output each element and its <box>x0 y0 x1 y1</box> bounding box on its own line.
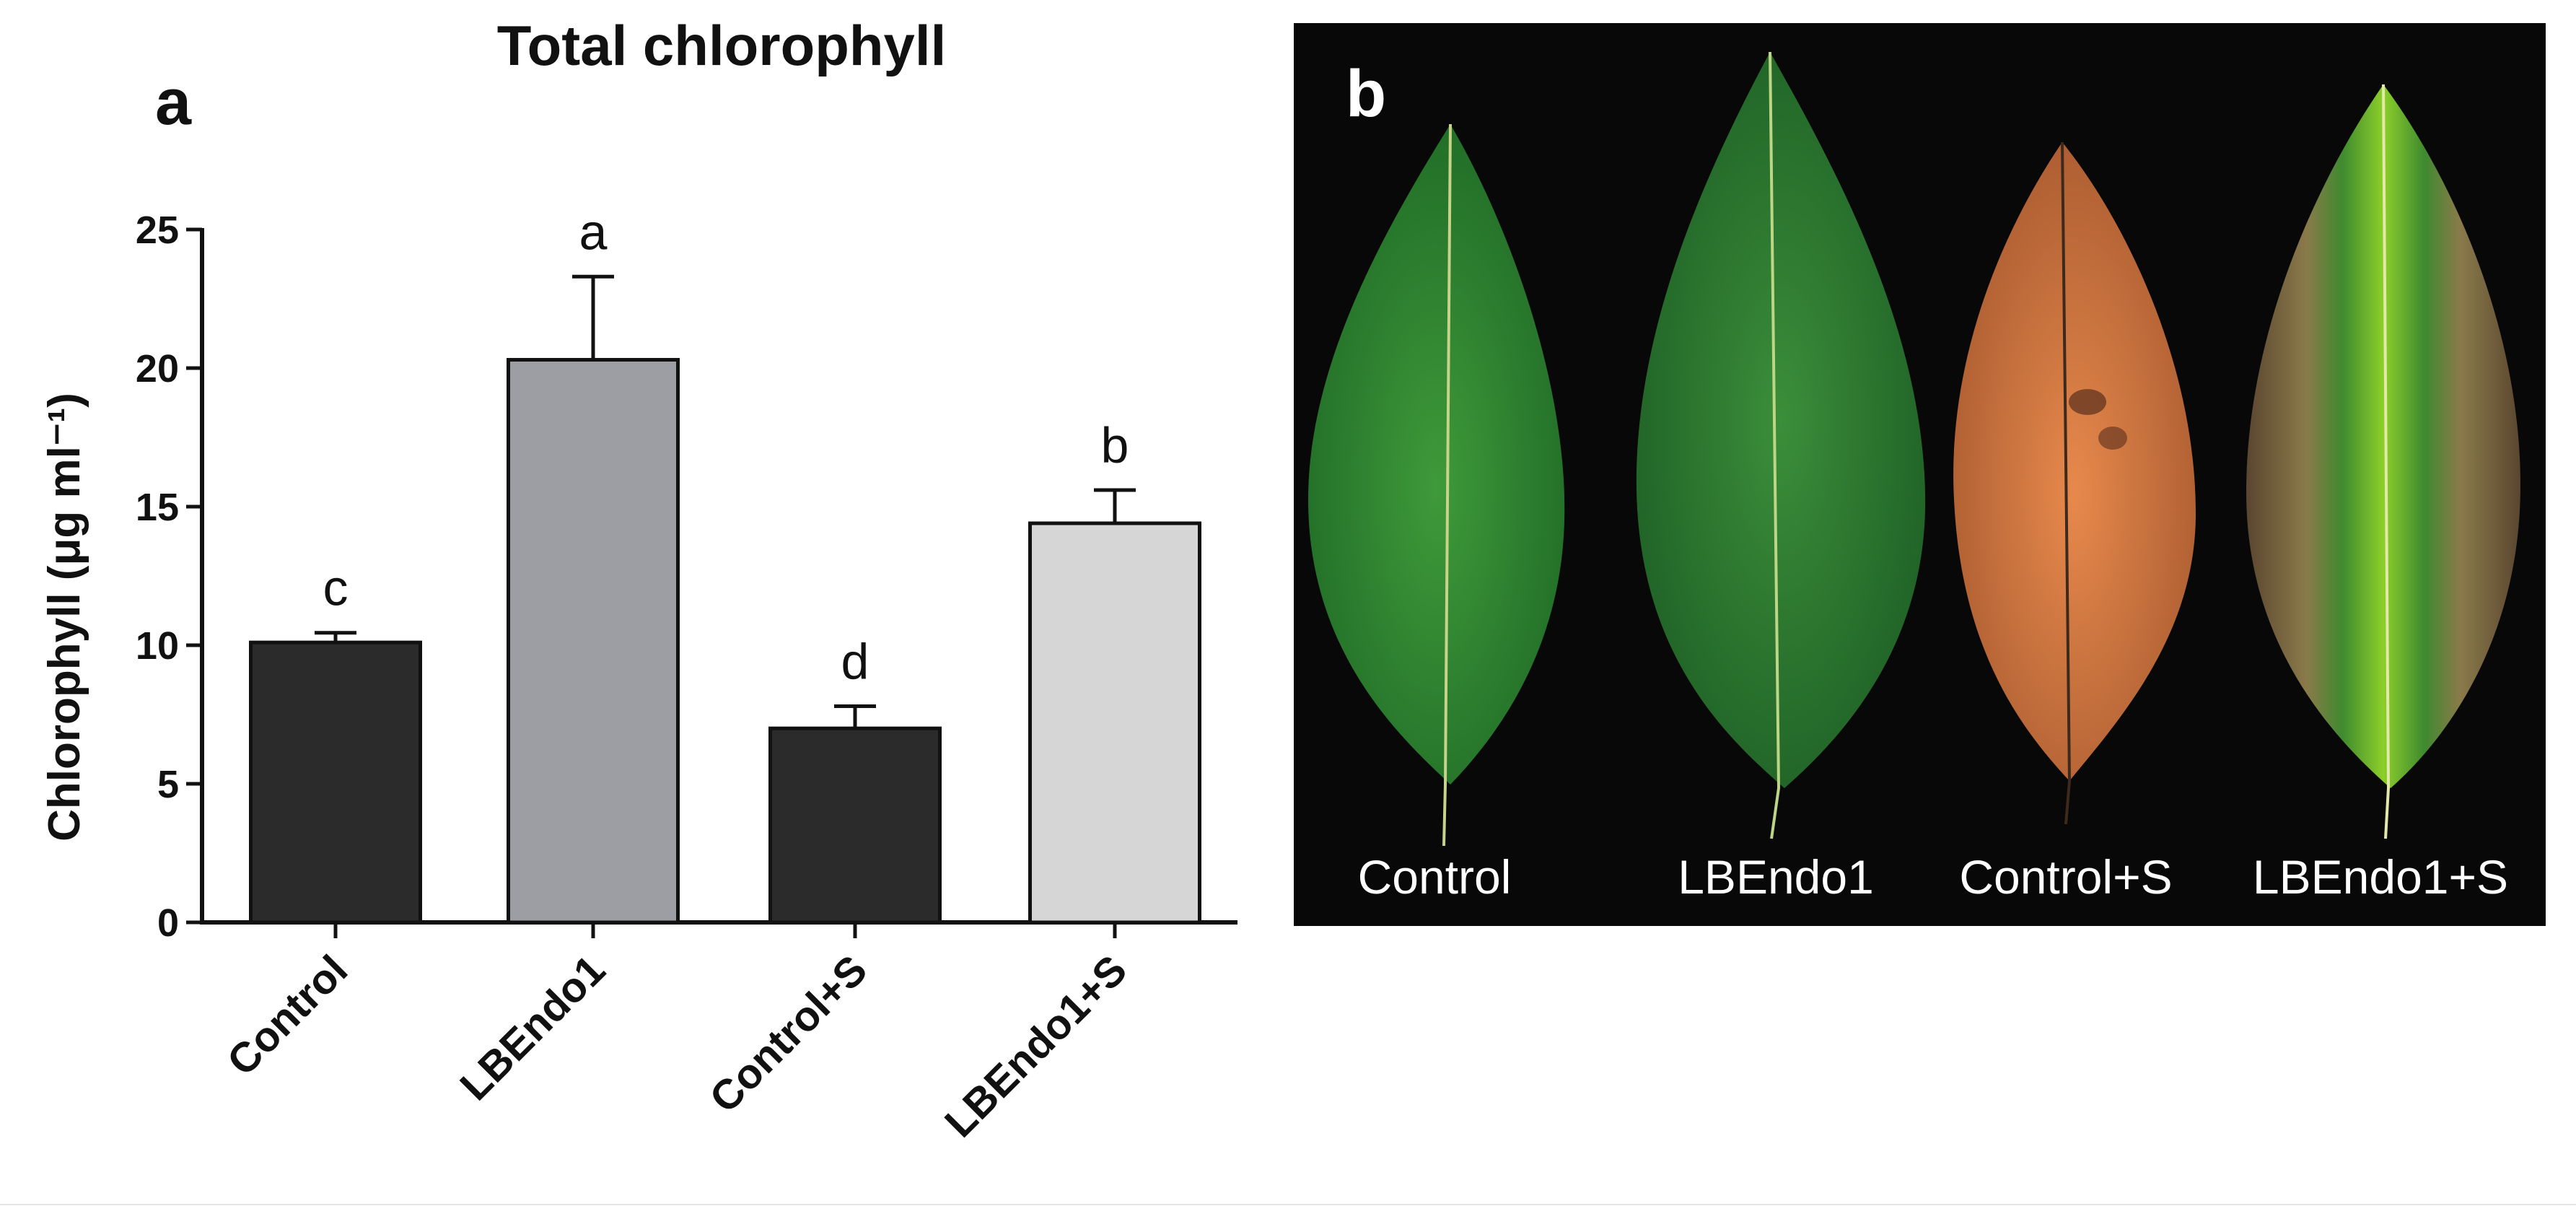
leaf-lbendo1-s <box>2246 84 2520 839</box>
leaf-label-lbendo1-s: LBEndo1+S <box>2252 850 2509 904</box>
y-tick-label: 0 <box>157 901 179 945</box>
significance-letter: a <box>579 204 608 260</box>
significance-letter: c <box>323 560 349 616</box>
panel-label-a: a <box>155 66 192 139</box>
leaf-label-lbendo1: LBEndo1 <box>1678 850 1874 904</box>
leaf-control-s <box>1953 141 2196 825</box>
y-tick-label: 25 <box>136 209 179 252</box>
leaf-label-control: Control <box>1357 850 1512 904</box>
y-axis-label: Chlorophyll (μg ml⁻¹) <box>40 393 89 842</box>
y-tick-label: 20 <box>136 347 179 390</box>
x-tick-label: Control+S <box>701 946 876 1122</box>
bar-chart: Total chlorophyll a Chlorophyll (μg ml⁻¹… <box>40 14 1237 1146</box>
significance-letter: b <box>1101 417 1129 473</box>
footer-divider <box>0 1204 2576 1205</box>
leaf-control <box>1308 123 1565 847</box>
x-tick-label: LBEndo1 <box>451 946 614 1109</box>
bar <box>249 640 422 925</box>
leaf-photo-panel: b Control LBEndo1 Control+S LBEndo1+S <box>1294 23 2546 926</box>
leaf-label-control-s: Control+S <box>1959 850 2173 904</box>
panel-label-b: b <box>1346 57 1387 131</box>
x-tick-label: Control <box>218 946 356 1085</box>
y-tick-label: 10 <box>136 624 179 668</box>
significance-letter: d <box>841 633 869 689</box>
chart-title: Total chlorophyll <box>497 14 947 77</box>
y-tick-label: 5 <box>157 763 179 806</box>
x-tick-label: LBEndo1+S <box>936 946 1136 1146</box>
bar <box>507 357 680 925</box>
leaf-lbendo1 <box>1636 51 1926 839</box>
bar <box>768 726 942 925</box>
bar <box>1028 521 1201 925</box>
y-tick-label: 15 <box>136 486 179 529</box>
leaf-photo <box>1308 51 2520 847</box>
